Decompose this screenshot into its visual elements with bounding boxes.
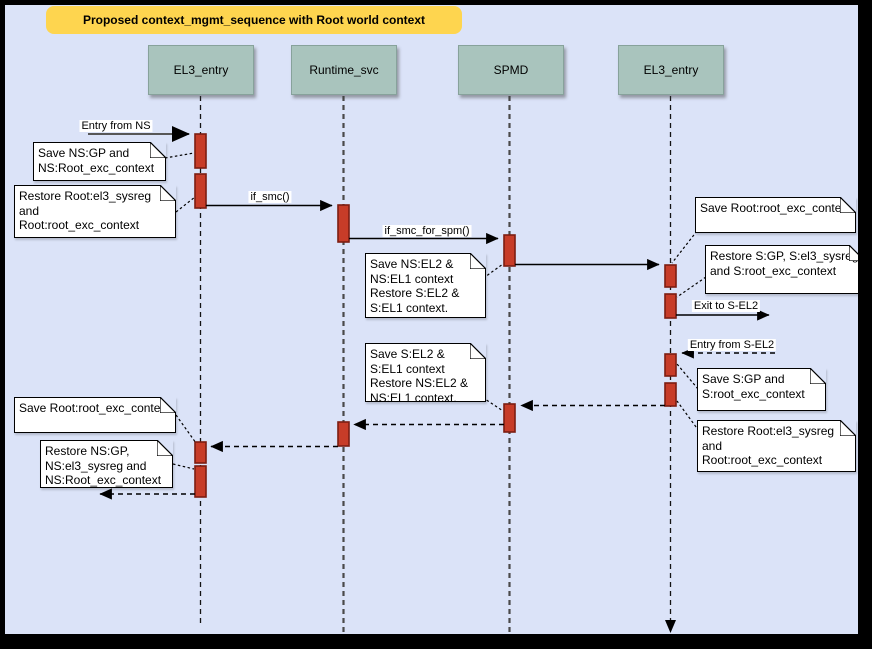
note-fold xyxy=(840,420,856,436)
lifeline-header-spmd: SPMD xyxy=(458,45,564,95)
lifeline-label: SPMD xyxy=(493,63,529,77)
note-fold xyxy=(470,253,486,269)
frame-bottom xyxy=(0,634,872,649)
note-connector xyxy=(676,276,707,298)
lifeline-label: Runtime_svc xyxy=(309,63,379,77)
note-connector xyxy=(671,230,698,264)
activation-bar-runtime-1 xyxy=(337,204,350,243)
note-fold xyxy=(810,368,826,384)
message-label-exit-to-sel2: Exit to S-EL2 xyxy=(691,300,761,312)
activation-bar-spmd-2 xyxy=(503,403,516,433)
note-connector xyxy=(164,152,195,159)
frame-top xyxy=(0,0,872,5)
note-text: Save NS:GP and NS:Root_exc_context xyxy=(38,146,155,175)
activation-bar-spmd-1 xyxy=(503,234,516,267)
note-fold xyxy=(150,142,166,158)
note-restore-root-ctx-left: Restore Root:el3_sysreg and Root:root_ex… xyxy=(14,185,176,238)
note-text: Restore Root:el3_sysreg and Root:root_ex… xyxy=(19,189,152,232)
activation-bar-el3-right-2 xyxy=(664,293,677,319)
note-save-ns-gp: Save NS:GP and NS:Root_exc_context xyxy=(33,142,166,181)
note-restore-ns-gp: Restore NS:GP, NS:el3_sysreg and NS:Root… xyxy=(40,440,173,488)
note-fold xyxy=(840,197,856,213)
note-connector xyxy=(175,414,197,444)
note-fold xyxy=(157,440,173,456)
activation-bar-el3-left-4 xyxy=(194,465,207,498)
note-fold xyxy=(470,343,486,359)
note-restore-root-ctx-right: Restore Root:el3_sysreg and Root:root_ex… xyxy=(697,420,856,472)
note-text: Save Root:root_exc_context xyxy=(19,401,170,415)
note-text: Save S:GP and S:root_exc_context xyxy=(702,372,805,401)
message-label-entry-from-sel2: Entry from S-EL2 xyxy=(687,339,777,351)
activation-bar-el3-left-2 xyxy=(194,173,207,209)
note-spmd-save-ns-el2: Save NS:EL2 & NS:EL1 context Restore S:E… xyxy=(365,253,486,318)
lifeline-header-el3-entry-right: EL3_entry xyxy=(618,45,724,95)
activation-bar-el3-left-3 xyxy=(194,441,207,464)
note-text: Save NS:EL2 & NS:EL1 context Restore S:E… xyxy=(370,257,460,315)
activation-bar-el3-right-4 xyxy=(664,382,677,407)
note-connector xyxy=(676,400,700,432)
note-connector xyxy=(175,196,196,213)
note-save-s-gp: Save S:GP and S:root_exc_context xyxy=(697,368,826,411)
note-connector xyxy=(676,363,699,390)
lifeline-label: EL3_entry xyxy=(173,63,229,77)
lifeline-end-arrow-icon xyxy=(665,620,676,633)
activation-bar-runtime-2 xyxy=(337,421,350,447)
lifeline-header-runtime-svc: Runtime_svc xyxy=(291,45,397,95)
note-text: Save Root:root_exc_context xyxy=(700,201,851,215)
note-text: Restore NS:GP, NS:el3_sysreg and NS:Root… xyxy=(45,444,162,487)
note-restore-s-gp: Restore S:GP, S:el3_sysreg and S:root_ex… xyxy=(705,245,865,294)
note-text: Restore Root:el3_sysreg and Root:root_ex… xyxy=(702,424,835,467)
activation-bar-el3-right-3 xyxy=(664,353,677,377)
note-fold xyxy=(160,397,176,413)
message-label-if-smc: if_smc() xyxy=(248,191,292,203)
activation-bar-el3-left-1 xyxy=(194,133,207,169)
diagram-title: Proposed context_mgmt_sequence with Root… xyxy=(46,6,462,34)
note-spmd-save-s-el2: Save S:EL2 & S:EL1 context Restore NS:EL… xyxy=(365,343,486,405)
note-text: Restore S:GP, S:el3_sysreg and S:root_ex… xyxy=(710,249,859,278)
message-label-if-smc-for-spm: if_smc_for_spm() xyxy=(382,225,472,237)
note-text: Save S:EL2 & S:EL1 context Restore NS:EL… xyxy=(370,347,469,405)
message-label-entry-from-ns: Entry from NS xyxy=(79,120,153,132)
activation-bar-el3-right-1 xyxy=(664,264,677,288)
lifeline-label: EL3_entry xyxy=(643,63,699,77)
frame-left xyxy=(0,0,5,649)
lifeline-header-el3-entry-left: EL3_entry xyxy=(148,45,254,95)
frame-right xyxy=(858,0,872,649)
note-save-root-exc-right: Save Root:root_exc_context xyxy=(695,197,856,233)
note-connector xyxy=(172,463,195,470)
note-save-root-exc-left: Save Root:root_exc_context xyxy=(14,397,176,433)
note-fold xyxy=(160,185,176,201)
